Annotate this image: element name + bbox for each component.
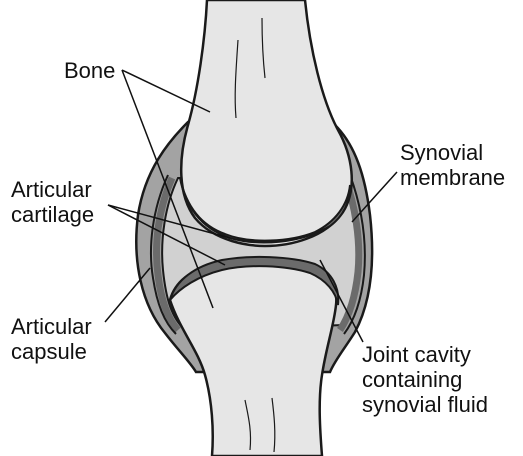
- upper-bone-shape: [181, 0, 352, 246]
- label-joint-cavity: Joint cavity containing synovial fluid: [362, 342, 488, 417]
- label-articular-cartilage: Articular cartilage: [11, 177, 94, 227]
- label-bone: Bone: [64, 58, 115, 83]
- label-articular-capsule: Articular capsule: [11, 314, 92, 364]
- label-synovial-membrane: Synovial membrane: [400, 140, 505, 190]
